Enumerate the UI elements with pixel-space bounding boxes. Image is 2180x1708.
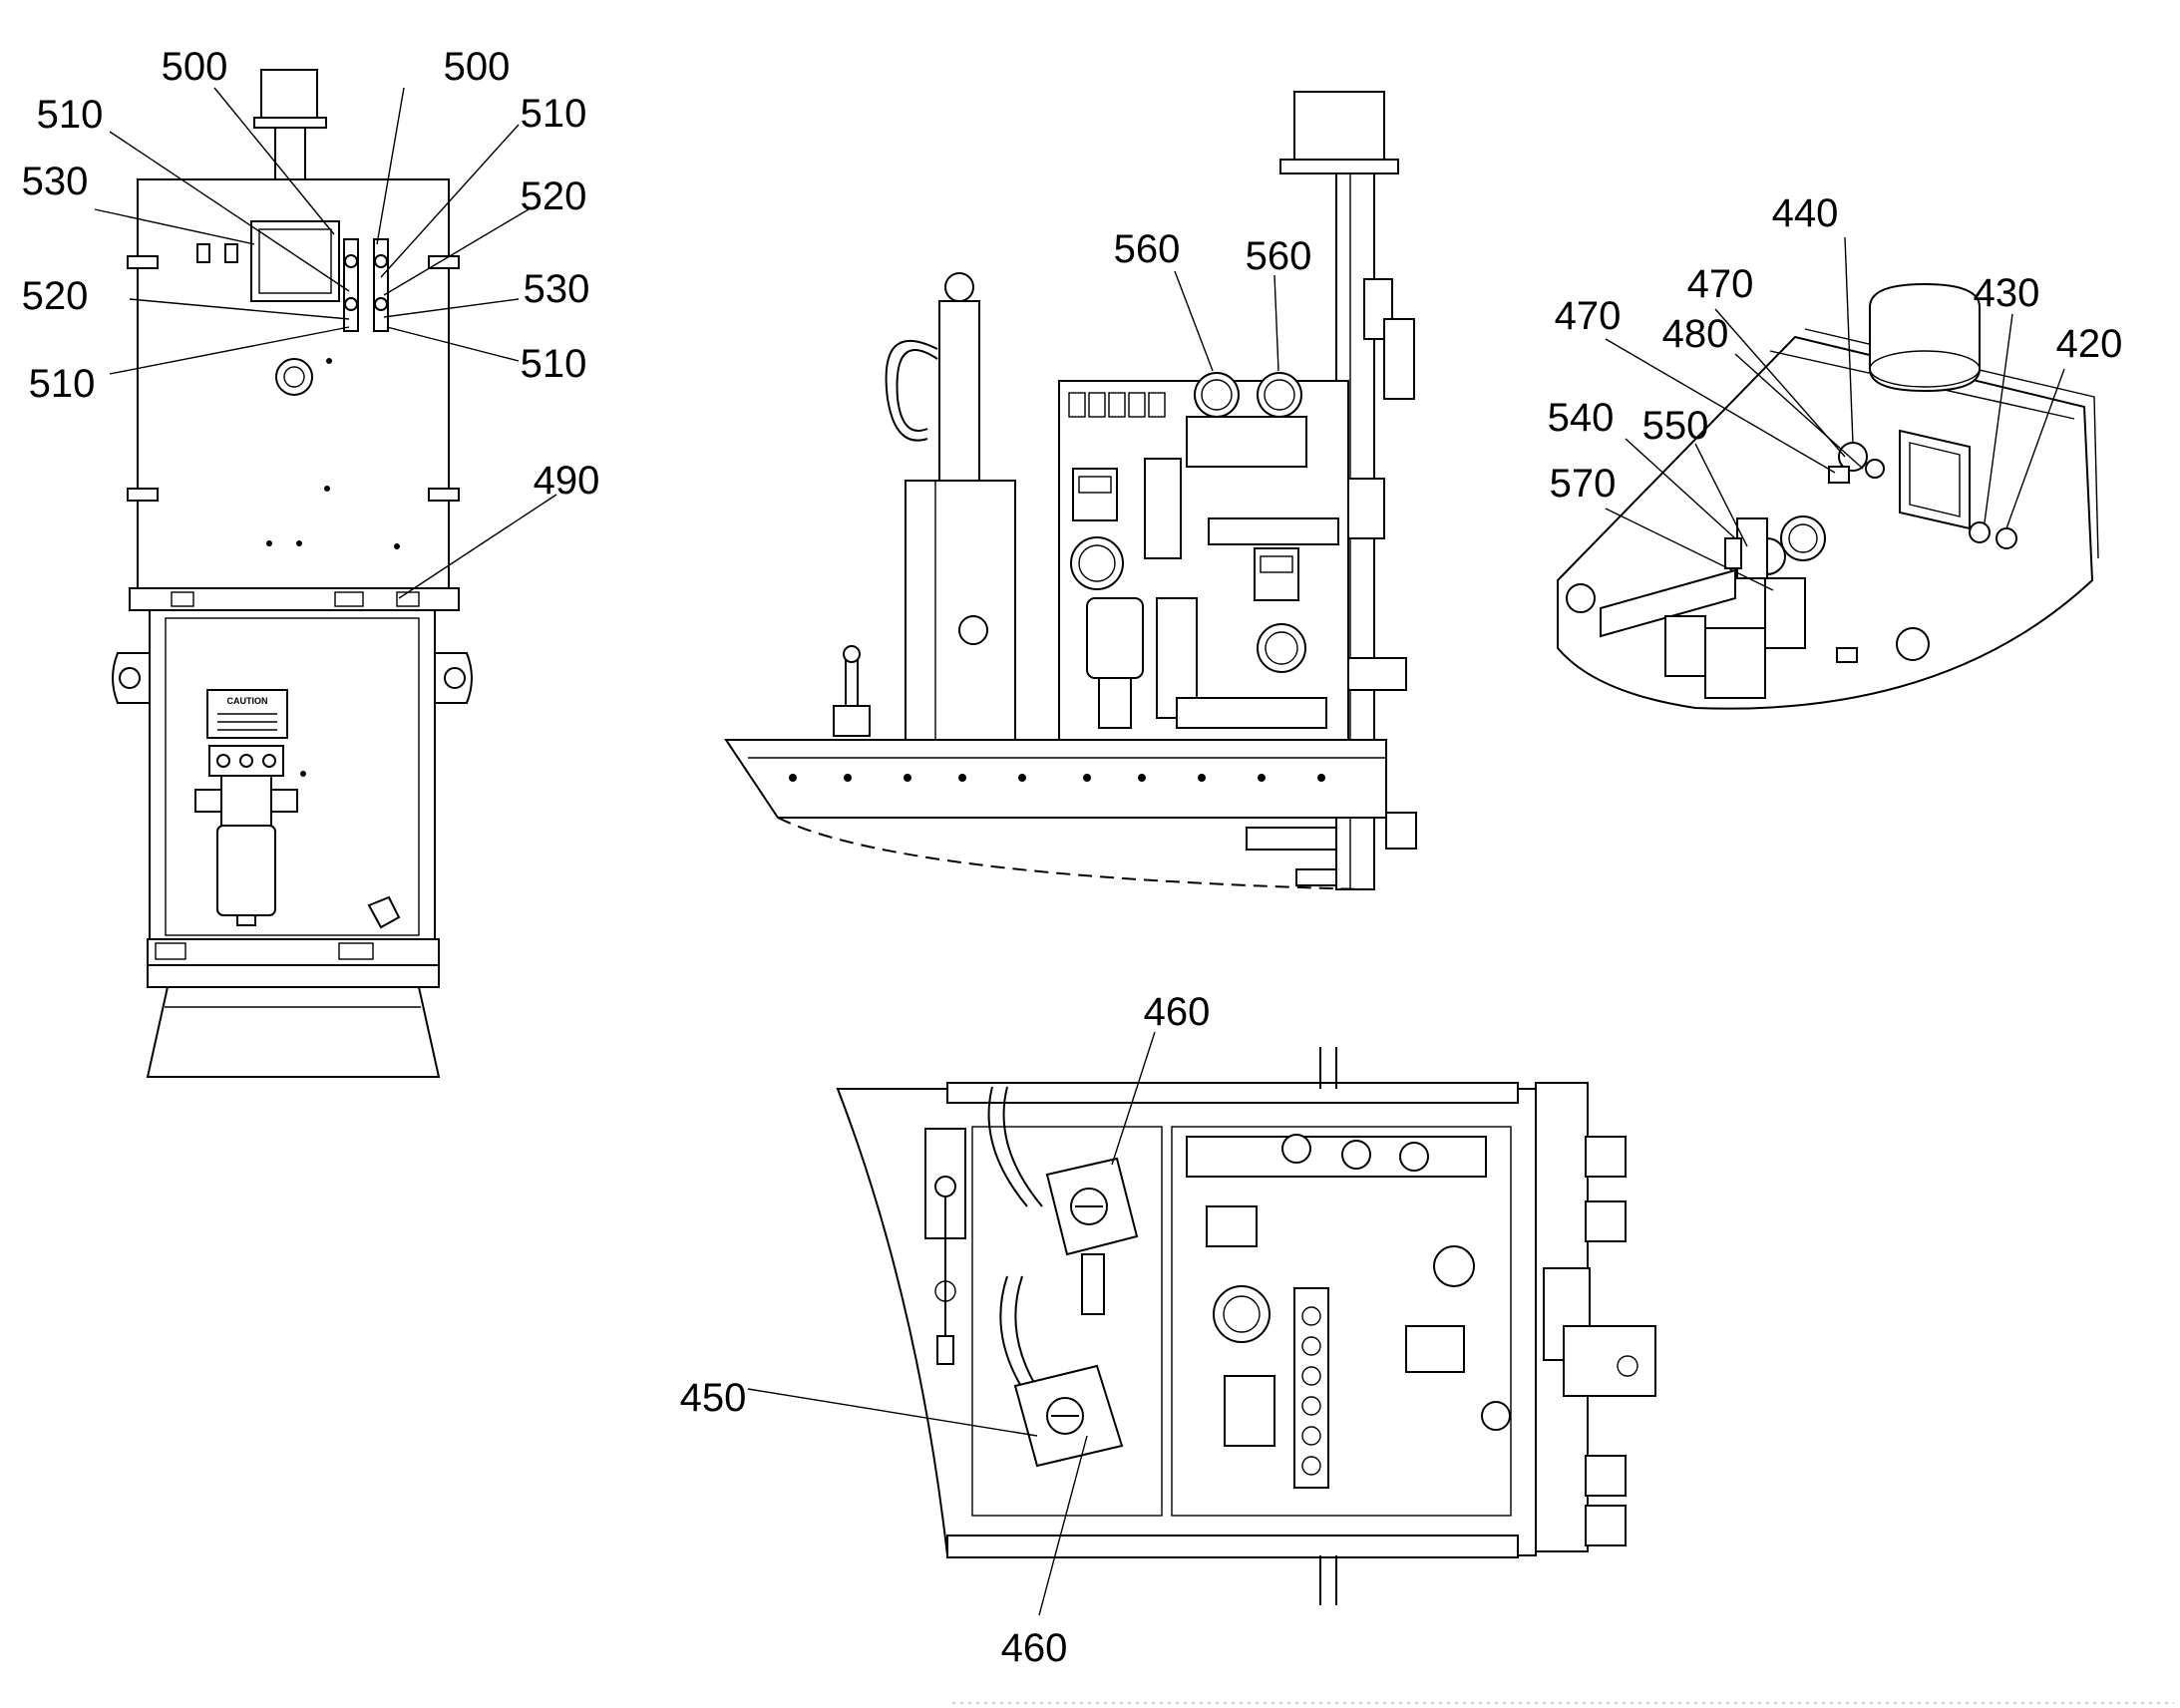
regulator-gauge bbox=[1257, 623, 1306, 673]
bottom-rail bbox=[946, 1535, 1519, 1558]
caution-label-text: CAUTION bbox=[227, 696, 268, 706]
fitting-nut bbox=[344, 254, 358, 268]
hinge bbox=[127, 488, 159, 502]
ref-500-left: 500 bbox=[162, 45, 228, 89]
filter-bowl bbox=[216, 825, 276, 916]
small-knob bbox=[196, 243, 210, 263]
terminal-strip bbox=[1068, 392, 1166, 418]
ref-570: 570 bbox=[1550, 462, 1617, 506]
fitting-left bbox=[343, 238, 359, 332]
ref-520-left: 520 bbox=[22, 274, 89, 318]
round-port bbox=[275, 358, 313, 396]
front-window-inner bbox=[258, 228, 332, 294]
hinge bbox=[127, 255, 159, 269]
hose bbox=[885, 339, 938, 442]
regulator bbox=[1086, 597, 1144, 679]
ref-470-lower: 470 bbox=[1555, 294, 1622, 338]
lift-eye bbox=[944, 272, 974, 302]
vent-cap bbox=[260, 69, 318, 126]
reference-numerals: 500 500 510 510 530 520 520 530 510 510 … bbox=[22, 45, 2123, 1670]
sensor-block bbox=[1224, 1375, 1275, 1447]
side-view-leaders bbox=[1174, 270, 1279, 372]
ref-490: 490 bbox=[534, 459, 600, 503]
ref-420: 420 bbox=[2056, 322, 2123, 366]
perspective-view bbox=[1557, 282, 2099, 710]
top-view bbox=[836, 1047, 1656, 1605]
side-view bbox=[724, 91, 1417, 890]
ref-450: 450 bbox=[680, 1376, 747, 1420]
cylinder bbox=[938, 300, 980, 482]
ref-500-right: 500 bbox=[444, 45, 511, 89]
round-port-inner bbox=[283, 366, 305, 388]
outlet-block bbox=[1563, 1325, 1656, 1397]
vent-cap-flange bbox=[253, 117, 327, 129]
ref-540: 540 bbox=[1548, 396, 1615, 440]
small-mast bbox=[845, 657, 859, 709]
bottom-band bbox=[147, 938, 440, 966]
ref-480: 480 bbox=[1662, 312, 1729, 356]
manifold-stack bbox=[1293, 1287, 1329, 1489]
ref-520-right: 520 bbox=[521, 174, 587, 218]
port-fitting bbox=[1996, 527, 2017, 549]
small-knob bbox=[224, 243, 238, 263]
perspective-terminal-strip bbox=[1600, 568, 1736, 638]
side-vent-cap bbox=[1293, 91, 1385, 165]
front-view: CAUTION bbox=[112, 69, 473, 1078]
ref-470-upper: 470 bbox=[1687, 262, 1754, 306]
base-skid bbox=[724, 739, 1387, 819]
perspective-view-leaders bbox=[1605, 236, 2065, 591]
perspective-vent-cap bbox=[1869, 282, 1981, 393]
valve-hose bbox=[987, 1086, 1028, 1207]
top-housing bbox=[836, 1088, 1537, 1556]
front-view-leaders bbox=[94, 87, 557, 599]
ref-560-right: 560 bbox=[1246, 234, 1312, 278]
perspective-housing bbox=[1557, 335, 2094, 710]
hinge bbox=[428, 488, 460, 502]
fitting-nut bbox=[344, 297, 358, 311]
skirt bbox=[146, 986, 441, 1078]
ref-510-upper-right: 510 bbox=[521, 92, 587, 136]
ref-530-right: 530 bbox=[524, 267, 590, 311]
ref-510-upper-left: 510 bbox=[37, 93, 104, 137]
fitting-nut bbox=[374, 254, 388, 268]
port-fitting bbox=[1969, 521, 1991, 543]
filter-block bbox=[220, 775, 272, 827]
lower-housing bbox=[149, 609, 436, 940]
top-rail bbox=[946, 1082, 1519, 1104]
junction-box bbox=[1206, 1205, 1258, 1247]
break-line bbox=[777, 817, 1367, 890]
cable-gland bbox=[1896, 627, 1930, 661]
ref-510-lower-right: 510 bbox=[521, 342, 587, 386]
solenoid-valve bbox=[1144, 458, 1182, 559]
manifold-bar bbox=[1208, 517, 1339, 545]
fitting-nut bbox=[374, 297, 388, 311]
ref-460-top: 460 bbox=[1144, 990, 1211, 1034]
small-valve bbox=[367, 895, 401, 929]
ref-460-bottom: 460 bbox=[1001, 1626, 1068, 1670]
top-view-leaders bbox=[747, 1031, 1156, 1616]
hinge bbox=[428, 255, 460, 269]
ref-440: 440 bbox=[1772, 191, 1839, 235]
ref-530-left: 530 bbox=[22, 160, 89, 203]
ref-560-left: 560 bbox=[1114, 227, 1181, 271]
solenoid-coil bbox=[1433, 1245, 1475, 1287]
ref-550: 550 bbox=[1642, 404, 1709, 448]
perspective-gauge bbox=[1780, 515, 1826, 561]
pressure-switch bbox=[1213, 1285, 1271, 1343]
ref-510-lower-left: 510 bbox=[29, 362, 96, 406]
front-window bbox=[250, 220, 340, 302]
ref-430: 430 bbox=[1974, 271, 2040, 315]
cylinder-body bbox=[905, 480, 1016, 741]
